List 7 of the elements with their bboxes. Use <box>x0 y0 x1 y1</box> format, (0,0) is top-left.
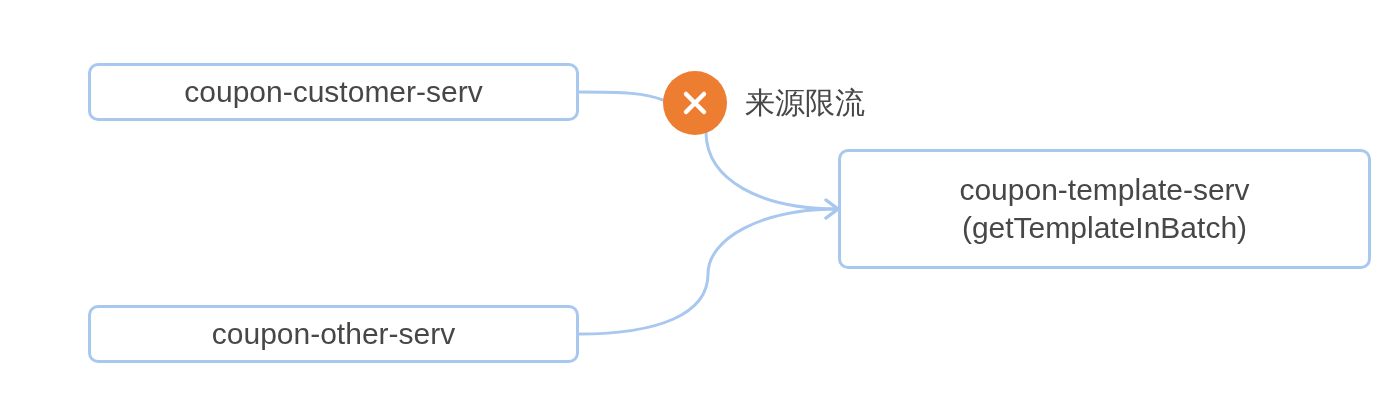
service-box: coupon-template-serv (getTemplateInBatch) <box>838 149 1371 269</box>
annotation-label: 来源限流 <box>745 85 865 121</box>
service-box: coupon-other-serv <box>88 305 579 363</box>
connector-line <box>577 90 665 102</box>
service-box: coupon-customer-serv <box>88 63 579 121</box>
arrow <box>577 198 840 336</box>
cross-icon <box>663 71 727 135</box>
